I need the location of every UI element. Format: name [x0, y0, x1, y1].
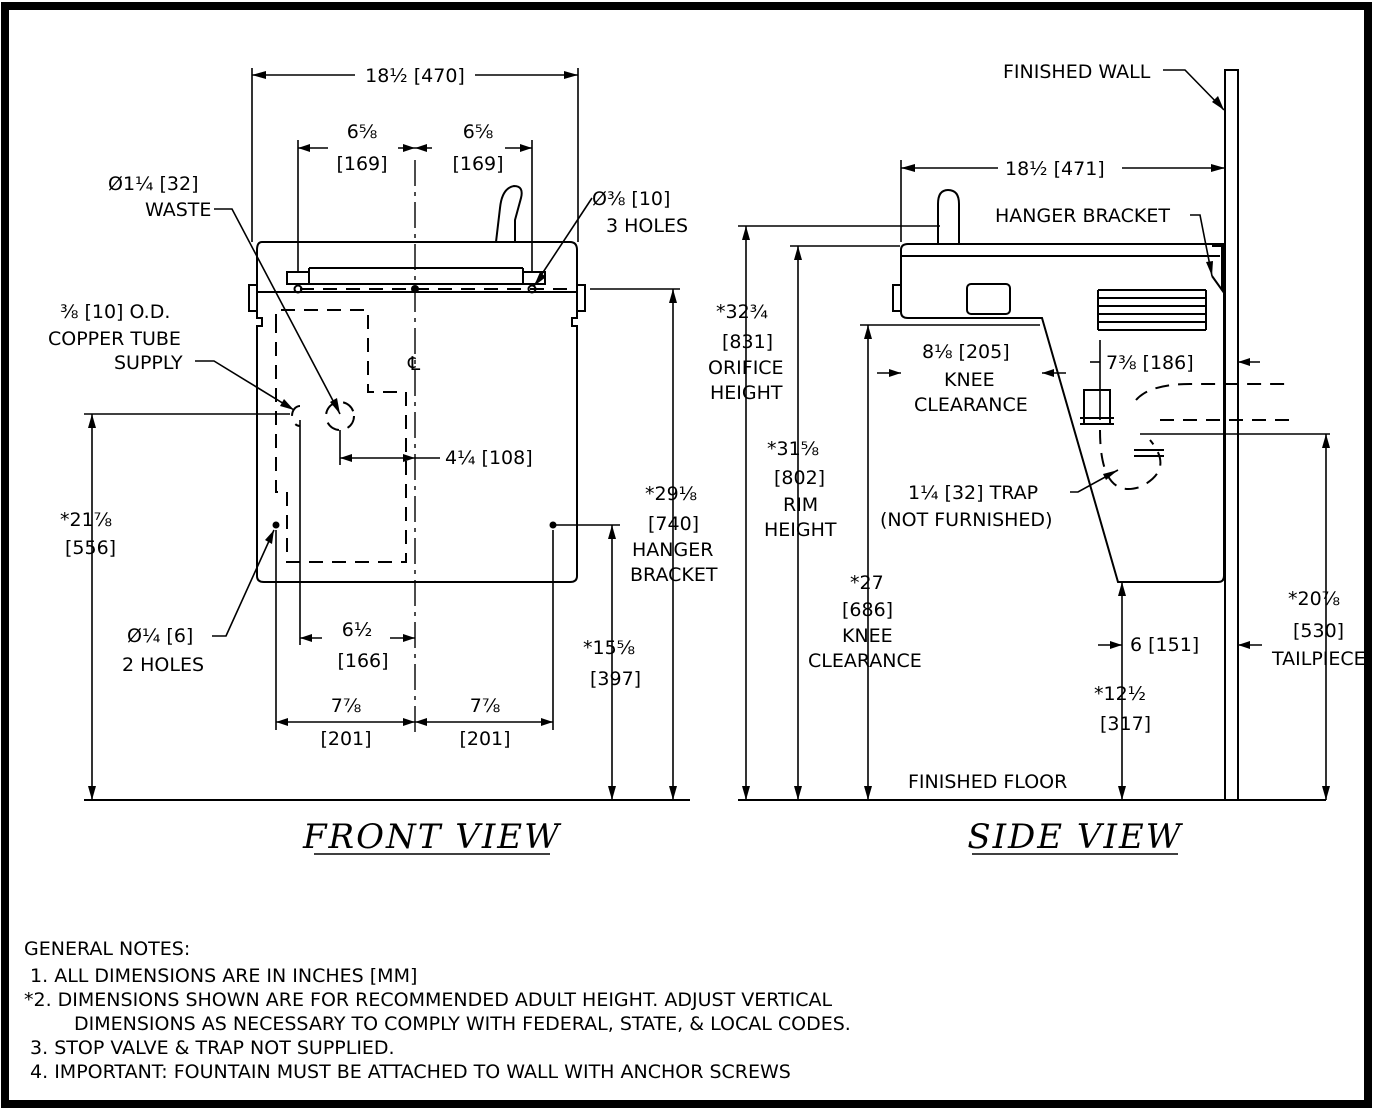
knee-depth-bottom: CLEARANCE [914, 394, 1028, 416]
tailpiece-label: TAILPIECE [1271, 648, 1366, 670]
knee-height-label1: KNEE [842, 625, 893, 647]
note-2b: DIMENSIONS AS NECESSARY TO COMPLY WITH F… [74, 1013, 851, 1035]
wall-gap-dim: 6 [151] [1130, 634, 1199, 656]
left-hole-offset-top: 7⅞ [331, 695, 362, 717]
supply-offset-top: 6½ [342, 619, 373, 641]
tailpiece-height-mm: [530] [1293, 620, 1344, 642]
note-1: 1. ALL DIMENSIONS ARE IN INCHES [MM] [24, 965, 417, 987]
rim-height-top: *31⅝ [767, 438, 819, 460]
supply-callout-1: ⅜ [10] O.D. [60, 301, 170, 323]
supply-offset-bottom: [166] [337, 650, 388, 672]
bottom-height-top: *12½ [1094, 683, 1146, 705]
hanger-height-label1: HANGER [632, 539, 713, 561]
supply-callout-2: COPPER TUBE [48, 328, 181, 350]
left-hole-dim-bottom: [169] [336, 153, 387, 175]
orifice-height-label2: HEIGHT [710, 382, 783, 404]
waste-callout-top: Ø1¼ [32] [108, 173, 199, 195]
knee-height-label2: CLEARANCE [808, 650, 922, 672]
bottom-hole-height-top: *15⅝ [583, 637, 635, 659]
bubbler-shape [495, 184, 523, 243]
hanger-height-label2: BRACKET [630, 564, 718, 586]
tailpiece-height-top: *20⅞ [1288, 588, 1340, 610]
waste-offset-dim: 4¼ [108] [445, 447, 533, 469]
side-grille [1097, 289, 1207, 331]
front-view-title: FRONT VIEW [302, 817, 562, 857]
right-hole-dim-bottom: [169] [452, 153, 503, 175]
waste-callout-bottom: WASTE [145, 199, 211, 221]
general-notes: GENERAL NOTES: 1. ALL DIMENSIONS ARE IN … [24, 938, 851, 1083]
rim-height-label2: HEIGHT [764, 519, 837, 541]
finished-wall [1224, 69, 1239, 801]
front-overall-width: 18½ [470] [365, 65, 465, 87]
note-3: 3. STOP VALVE & TRAP NOT SUPPLIED. [24, 1037, 395, 1059]
note-4: 4. IMPORTANT: FOUNTAIN MUST BE ATTACHED … [24, 1061, 791, 1083]
right-hole-dim-top: 6⅝ [463, 121, 494, 143]
supply-height-top: *21⅞ [60, 509, 112, 531]
bottom-hole-height-bottom: [397] [590, 668, 641, 690]
front-body-outline [256, 241, 578, 583]
side-window [966, 283, 1011, 315]
right-hole-offset-top: 7⅞ [470, 695, 501, 717]
orifice-height-label1: ORIFICE [708, 357, 784, 379]
hanger-bracket-label: HANGER BRACKET [995, 205, 1170, 227]
finished-wall-label: FINISHED WALL [1003, 61, 1151, 83]
trap-label2: (NOT FURNISHED) [880, 509, 1052, 531]
centerline-symbol: ℄ [407, 353, 421, 375]
supply-callout-3: SUPPLY [114, 352, 183, 374]
orifice-height-top: *32¾ [716, 301, 768, 323]
trap-dashed [1080, 383, 1290, 490]
overall-depth-dim: 18½ [471] [1005, 158, 1105, 180]
rim-height-mm: [802] [774, 467, 825, 489]
left-hole-dim-top: 6⅝ [347, 121, 378, 143]
knee-depth-top: 8⅛ [205] [922, 341, 1010, 363]
side-body-outline [900, 243, 1225, 583]
trap-label1: 1¼ [32] TRAP [908, 482, 1038, 504]
right-hole-offset-bottom: [201] [459, 728, 510, 750]
small-holes-top: Ø¼ [6] [127, 625, 193, 647]
knee-height-top: *27 [850, 572, 884, 594]
rim-height-label1: RIM [783, 494, 818, 516]
supply-height-bottom: [556] [65, 537, 116, 559]
finished-floor-label: FINISHED FLOOR [908, 771, 1067, 793]
holes-callout-bottom: 3 HOLES [606, 215, 688, 237]
knee-height-mm: [686] [842, 599, 893, 621]
holes-callout-top: Ø⅜ [10] [592, 188, 670, 210]
bottom-height-bottom: [317] [1100, 713, 1151, 735]
small-holes-bottom: 2 HOLES [122, 654, 204, 676]
side-bubbler [937, 188, 960, 244]
hanger-height-top: *29⅛ [645, 483, 697, 505]
side-view: FINISHED WALL 18½ [471] HANGE [708, 61, 1366, 857]
side-view-title: SIDE VIEW [967, 817, 1183, 857]
notes-heading: GENERAL NOTES: [24, 938, 190, 960]
knee-depth-mid: KNEE [944, 369, 995, 391]
orifice-height-mm: [831] [722, 331, 773, 353]
left-hole-offset-bottom: [201] [320, 728, 371, 750]
trap-offset-dim: 7⅜ [186] [1106, 352, 1194, 374]
front-view: 18½ [470] 6⅝ [169] 6⅝ [169] Ø⅜ [10] 3 HO… [48, 65, 718, 857]
note-2a: *2. DIMENSIONS SHOWN ARE FOR RECOMMENDED… [24, 989, 833, 1011]
hanger-height-mm: [740] [648, 513, 699, 535]
